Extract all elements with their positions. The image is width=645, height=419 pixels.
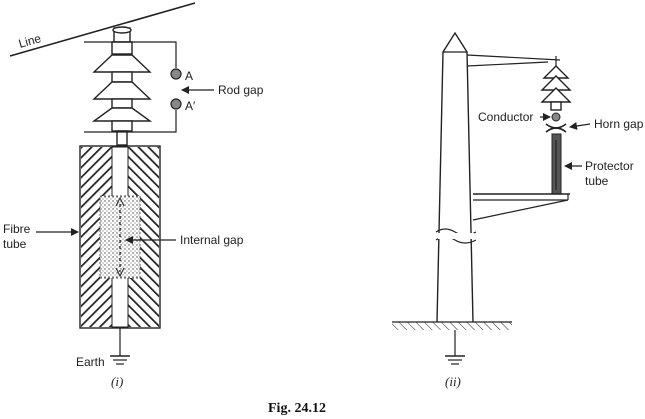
fibre-tube: [79, 145, 161, 329]
electrode-a: [170, 68, 182, 80]
label-fibre: Fibre: [3, 222, 31, 236]
earth-symbol: [110, 328, 130, 365]
figure-i: Line A A′ Rod gap: [3, 2, 264, 389]
label-a-prime: A′: [185, 99, 196, 113]
label-horn-gap: Horn gap: [594, 117, 644, 131]
label-earth: Earth: [76, 355, 105, 369]
lower-bracket: [472, 193, 570, 221]
electrode-a-prime: [170, 98, 182, 110]
conductor-dot: [551, 112, 561, 122]
upper-cross-arm: [466, 54, 561, 67]
label-rod-gap: Rod gap: [218, 83, 264, 97]
insulator: [91, 26, 153, 146]
label-line: Line: [17, 31, 43, 51]
label-fibre-tube: tube: [3, 237, 27, 251]
ground: [392, 321, 512, 330]
earth-symbol-ii: [445, 330, 465, 365]
label-protector: Protector: [585, 159, 634, 173]
sublabel-ii: (ii): [445, 374, 461, 389]
horn-gap: [545, 123, 567, 133]
rod-gap: A A′ Rod gap: [84, 41, 264, 133]
label-conductor: Conductor: [478, 110, 533, 124]
label-internal-gap: Internal gap: [180, 233, 244, 247]
label-a: A: [185, 69, 193, 83]
pole: [435, 31, 477, 323]
figure-caption: Fig. 24.12: [268, 401, 326, 416]
overhead-line: [9, 2, 196, 57]
horn-gap-arrow: [569, 122, 591, 130]
figure-ii: Conductor Horn gap Protector tube: [392, 31, 644, 389]
label-protector-tube: tube: [585, 174, 609, 188]
line-insulator: [540, 56, 572, 111]
sublabel-i: (i): [111, 374, 123, 389]
